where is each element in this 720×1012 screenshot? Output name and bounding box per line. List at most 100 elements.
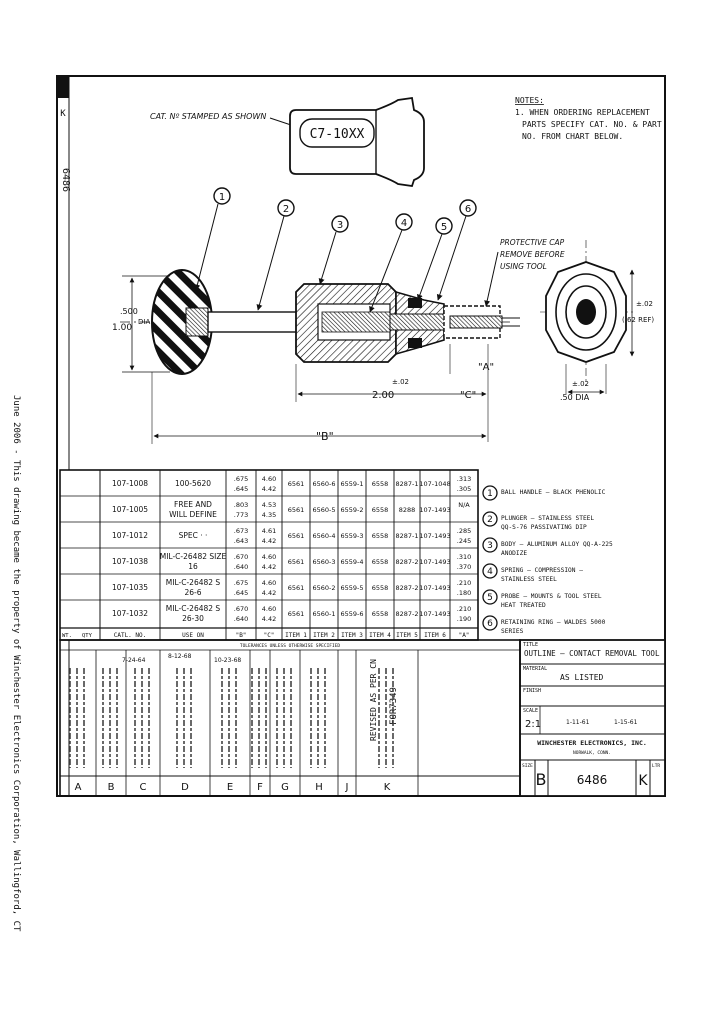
- table-cell: 6560-2: [312, 584, 335, 592]
- table-cell: 6561: [288, 480, 305, 488]
- table-cell: .210.190: [457, 605, 471, 623]
- scale-value: 2:1: [525, 719, 541, 730]
- revision-block: TOLERANCES UNLESS OTHERWISE SPECIFIED RE…: [59, 639, 521, 797]
- revision-letter: K: [384, 782, 391, 793]
- item-balloon: [482, 537, 498, 553]
- tolerance-note: TOLERANCES UNLESS OTHERWISE SPECIFIED: [240, 643, 341, 649]
- balloon-2-label: 2: [283, 204, 289, 215]
- item-number: 5: [487, 593, 493, 603]
- table-cell: .803.773: [234, 501, 248, 519]
- table-cell: 6558: [372, 558, 389, 566]
- balloon-4: [395, 213, 413, 231]
- notes-title: NOTES:: [515, 96, 544, 105]
- sign-date-1: 1-11-61: [566, 719, 590, 726]
- table-cell: 6560-3: [312, 558, 335, 566]
- border-rev-letter: K: [60, 109, 66, 119]
- dim-b: "B": [316, 430, 334, 443]
- table-header-cell: "A": [459, 632, 470, 639]
- item-balloons: 1 2 3 4 5 6: [194, 187, 477, 313]
- end-view-dim-ref: (.62 REF): [622, 316, 654, 324]
- item-number: 1: [487, 489, 493, 499]
- table-cell: 6559-5: [340, 584, 363, 592]
- table-cell: .313.305: [457, 475, 471, 493]
- table-header-cell: ITEM 4: [369, 632, 391, 639]
- table-cell: 8287-2: [395, 558, 418, 566]
- table-header-cell: USE ON: [182, 632, 204, 639]
- rev-value: K: [638, 773, 648, 789]
- company-name: WINCHESTER ELECTRONICS, INC.: [537, 739, 647, 747]
- dim-dia-label: DIA: [138, 318, 150, 326]
- table-cell: 107-1493: [419, 584, 450, 592]
- table-cell: 6559-1: [340, 480, 363, 488]
- dwg-number: 6486: [577, 773, 608, 787]
- table-header-cell: ITEM 5: [396, 632, 418, 639]
- item-balloon: [482, 589, 498, 605]
- notes-line-2: PARTS SPECIFY CAT. NO. & PART: [522, 120, 662, 129]
- table-cell: 6559-4: [340, 558, 363, 566]
- balloon-3: [331, 215, 349, 233]
- table-cell: 107-1012: [112, 531, 148, 540]
- tool-section-view: [120, 269, 520, 375]
- table-cell: 107-1005: [112, 505, 148, 514]
- table-cell: 6561: [288, 584, 305, 592]
- stamp-detail: CAT. Nº STAMPED AS SHOWN C7-10XX: [150, 96, 425, 187]
- balloon-2: [277, 199, 295, 217]
- revision-letter: G: [281, 782, 289, 793]
- table-cell: 6558: [372, 506, 389, 514]
- table-cell: 6559-6: [340, 610, 363, 618]
- cap-note-line-2: REMOVE BEFORE: [500, 250, 565, 259]
- balloon-5-label: 5: [441, 222, 447, 233]
- revision-letter: D: [181, 782, 189, 793]
- revision-date-3: 10-23-68: [214, 657, 241, 664]
- dim-body-length: 2.00: [372, 390, 394, 401]
- end-view-dim-tol: ±.02: [636, 300, 653, 308]
- end-view-dia-tol: ±.02: [572, 380, 589, 388]
- balloon-5: [435, 217, 453, 235]
- table-cell: 107-1493: [419, 506, 450, 514]
- revised-label: REVISED AS PER CN: [369, 659, 378, 741]
- table-cell: 6561: [288, 506, 305, 514]
- table-cell: 8287-2: [395, 610, 418, 618]
- revision-letter: J: [345, 782, 349, 793]
- protective-cap-note: PROTECTIVE CAP REMOVE BEFORE USING TOOL: [484, 238, 565, 307]
- revision-ecn: FOR7349: [389, 687, 399, 725]
- revision-date-2: 8-12-68: [168, 653, 192, 660]
- item-description: BALL HANDLE — BLACK PHENOLIC: [501, 489, 606, 496]
- table-header-cell: ITEM 6: [424, 632, 446, 639]
- table-cell: 107-1038: [112, 557, 148, 566]
- table-cell: .675.645: [234, 579, 248, 597]
- table-cell: 6561: [288, 532, 305, 540]
- cap-note-line-3: USING TOOL: [500, 262, 547, 271]
- table-cell: 8287-1: [395, 480, 418, 488]
- balloon-3-label: 3: [337, 220, 343, 231]
- table-cell: N/A: [458, 501, 470, 509]
- item-balloon: [482, 563, 498, 579]
- item-balloon: [482, 615, 498, 631]
- revision-letter: H: [315, 782, 323, 793]
- table-cell: .673.643: [234, 527, 248, 545]
- table-cell: .670.640: [234, 553, 248, 571]
- table-cell: 6560-5: [312, 506, 335, 514]
- notes-block: NOTES: 1. WHEN ORDERING REPLACEMENT PART…: [515, 96, 662, 141]
- table-cell: 107-1048: [419, 480, 450, 488]
- revision-letter: F: [257, 782, 263, 793]
- stamp-caption: CAT. Nº STAMPED AS SHOWN: [150, 112, 266, 121]
- table-cell: 107-1032: [112, 609, 148, 618]
- revision-letter: B: [108, 782, 115, 793]
- item-number: 6: [487, 619, 493, 629]
- table-cell: .285.245: [457, 527, 471, 545]
- balloon-1: [213, 187, 231, 205]
- finish-label: FINISH: [523, 688, 541, 694]
- table-cell: 6558: [372, 584, 389, 592]
